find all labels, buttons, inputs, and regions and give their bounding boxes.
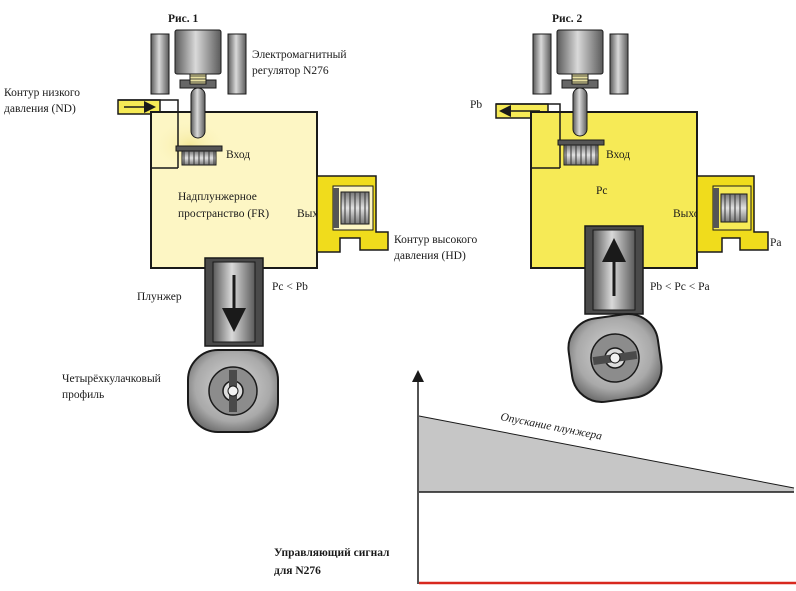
- figure-2: Рис. 2 Pb Вход Pc Выход: [470, 13, 782, 403]
- inlet-channel-2: [496, 103, 561, 169]
- fig2-inlet-label: Вход: [606, 149, 630, 161]
- fig2-title: Рис. 2: [552, 13, 583, 25]
- outlet-valve-2: [696, 175, 769, 253]
- four-lobe-cam: [187, 349, 279, 433]
- fig2-pc-label: Pc: [596, 185, 608, 197]
- fig1-title: Рис. 1: [168, 13, 199, 25]
- ramp-edge: [418, 415, 795, 489]
- fig1-inlet-label: Вход: [226, 149, 250, 161]
- inlet-valve-spring: [175, 145, 223, 166]
- inlet-valve-spring-2: [557, 139, 605, 166]
- cam-label: Четырёхкулачковый профиль: [62, 373, 164, 401]
- outlet-valve: [316, 175, 389, 253]
- fig2-pb-label: Pb: [470, 99, 482, 111]
- signal-graph: Опускание плунжера Управляющий сигнал дл…: [274, 370, 796, 585]
- low-pressure-label: Контур низкого давления (ND): [4, 87, 83, 115]
- fig2-pa-label: Pa: [770, 237, 782, 249]
- inlet-channel: [118, 99, 179, 169]
- four-lobe-cam-2: [567, 313, 663, 403]
- figure-1: Рис. 1 Электромагнитный регулятор N276 К…: [4, 13, 480, 433]
- plunger-descent-ramp: [419, 416, 794, 492]
- chamber-label: Надплунжерное пространство (FR): [178, 191, 269, 220]
- plunger-2: [584, 225, 644, 315]
- solenoid-label: Электромагнитный регулятор N276: [252, 49, 349, 77]
- solenoid-regulator: [150, 29, 247, 139]
- fig1-pressure-relation: Pc < Pb: [272, 281, 308, 293]
- fig2-pressure-relation: Pb < Pc < Pa: [650, 281, 710, 293]
- plunger: [204, 257, 264, 347]
- high-pressure-label: Контур высокого давления (HD): [394, 234, 480, 262]
- plunger-label: Плунжер: [137, 291, 182, 303]
- solenoid-regulator-2: [532, 29, 629, 137]
- signal-label: Управляющий сигнал для N276: [274, 547, 392, 577]
